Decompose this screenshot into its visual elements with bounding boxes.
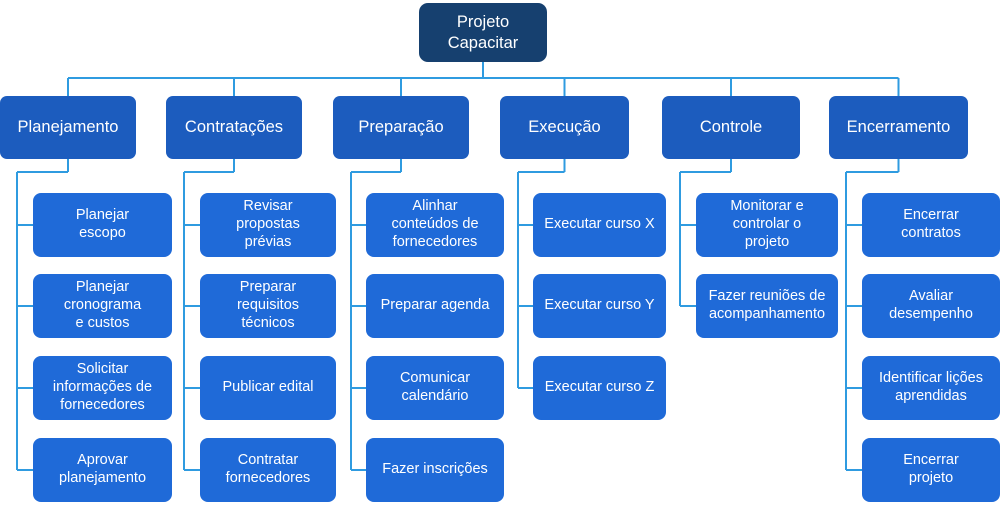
node-task[interactable]: Solicitar informações de fornecedores [33, 356, 172, 420]
node-phase-execucao[interactable]: Execução [500, 96, 629, 159]
node-phase-planejamento[interactable]: Planejamento [0, 96, 136, 159]
node-task[interactable]: Avaliar desempenho [862, 274, 1000, 338]
node-root[interactable]: Projeto Capacitar [419, 3, 547, 62]
node-task[interactable]: Planejar escopo [33, 193, 172, 257]
node-phase-contratacoes[interactable]: Contratações [166, 96, 302, 159]
node-phase-preparacao[interactable]: Preparação [333, 96, 469, 159]
node-task[interactable]: Executar curso X [533, 193, 666, 257]
node-task[interactable]: Identificar lições aprendidas [862, 356, 1000, 420]
node-task[interactable]: Planejar cronograma e custos [33, 274, 172, 338]
node-task[interactable]: Aprovar planejamento [33, 438, 172, 502]
node-task[interactable]: Encerrar contratos [862, 193, 1000, 257]
node-task[interactable]: Encerrar projeto [862, 438, 1000, 502]
node-task[interactable]: Monitorar e controlar o projeto [696, 193, 838, 257]
node-phase-controle[interactable]: Controle [662, 96, 800, 159]
node-task[interactable]: Fazer reuniões de acompanhamento [696, 274, 838, 338]
node-task[interactable]: Revisar propostas prévias [200, 193, 336, 257]
node-task[interactable]: Executar curso Y [533, 274, 666, 338]
node-task[interactable]: Publicar edital [200, 356, 336, 420]
node-task[interactable]: Contratar fornecedores [200, 438, 336, 502]
node-task[interactable]: Preparar agenda [366, 274, 504, 338]
node-task[interactable]: Comunicar calendário [366, 356, 504, 420]
node-task[interactable]: Alinhar conteúdos de fornecedores [366, 193, 504, 257]
node-task[interactable]: Preparar requisitos técnicos [200, 274, 336, 338]
node-task[interactable]: Executar curso Z [533, 356, 666, 420]
node-phase-encerramento[interactable]: Encerramento [829, 96, 968, 159]
node-task[interactable]: Fazer inscrições [366, 438, 504, 502]
